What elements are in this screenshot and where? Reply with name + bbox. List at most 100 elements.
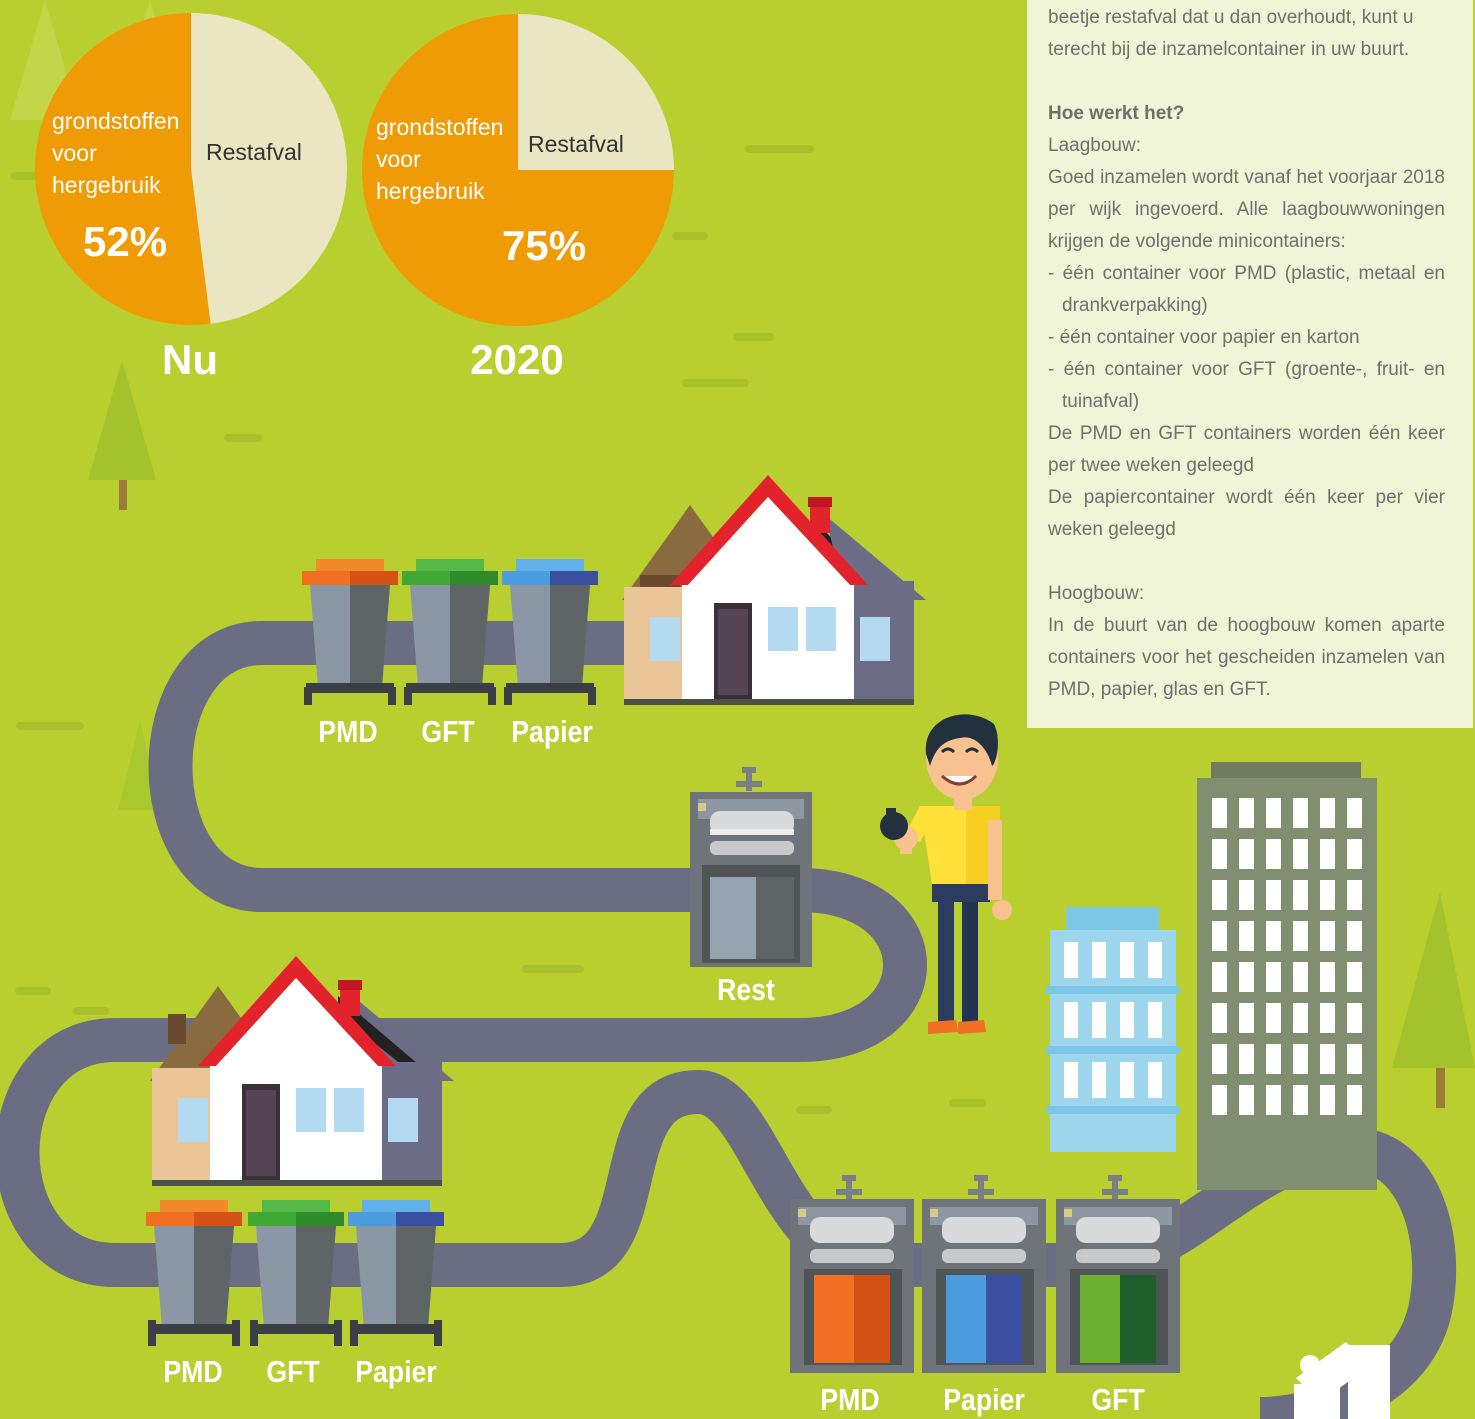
window	[1347, 798, 1362, 828]
window	[1266, 1003, 1281, 1033]
window	[1212, 880, 1227, 910]
road	[0, 621, 1457, 1419]
container-label-pmd: PMD	[820, 1382, 880, 1417]
house-icon	[150, 956, 454, 1186]
slice-label: grondstoffen voor hergebruik	[52, 108, 180, 198]
window	[1239, 1044, 1254, 1074]
window	[1347, 962, 1362, 992]
window	[1212, 1003, 1227, 1033]
bin-label-gft: GFT	[421, 714, 475, 749]
window	[1212, 921, 1227, 951]
window	[1347, 921, 1362, 951]
window	[1120, 1062, 1134, 1098]
window	[1320, 1044, 1335, 1074]
window	[1239, 962, 1254, 992]
window	[1120, 942, 1134, 978]
low-rise-text: Goed inzamelen wordt vanaf het voorjaar …	[1048, 167, 1445, 252]
window	[1092, 1062, 1106, 1098]
window	[1347, 880, 1362, 910]
window	[1293, 962, 1308, 992]
window	[1293, 921, 1308, 951]
window	[1347, 839, 1362, 869]
window	[1092, 942, 1106, 978]
window	[1320, 839, 1335, 869]
apartment-icon	[1197, 762, 1377, 1190]
rest-label: Restafval	[528, 131, 624, 157]
pie-slice-grondstoffen	[35, 13, 211, 325]
window	[1266, 1085, 1281, 1115]
window	[1212, 798, 1227, 828]
window	[1064, 1002, 1078, 1038]
high-rise-title: Hoogbouw:	[1048, 583, 1145, 604]
percent-label: 75%	[502, 222, 587, 269]
wheelie-bin-icon	[146, 1200, 242, 1346]
window	[1320, 921, 1335, 951]
info-panel: beetje restafval dat u dan overhoudt, ku…	[1027, 0, 1473, 728]
bin-label-pmd: PMD	[163, 1354, 223, 1389]
window	[1320, 880, 1335, 910]
window	[1320, 1003, 1335, 1033]
underground-container-icon	[790, 1175, 914, 1373]
window	[1239, 1003, 1254, 1033]
percent-label: 52%	[83, 218, 168, 265]
underground-container-icon	[922, 1175, 1046, 1373]
pie-caption: 2020	[470, 336, 564, 383]
municipal-logo-icon	[1294, 1342, 1390, 1419]
window	[1293, 798, 1308, 828]
window	[1148, 1062, 1162, 1098]
frequency-text: De papiercontainer wordt één keer per vi…	[1048, 487, 1445, 540]
intro-line: beetje restafval dat u dan overhoudt, ku…	[1048, 7, 1414, 28]
window	[1239, 798, 1254, 828]
window	[1092, 1002, 1106, 1038]
wheelie-bin-icon	[402, 559, 498, 705]
list-item: - één container voor PMD (plastic, metaa…	[1048, 263, 1445, 316]
tree-icon	[1392, 892, 1475, 1108]
window	[1347, 1003, 1362, 1033]
window	[1266, 798, 1281, 828]
window	[1266, 839, 1281, 869]
intro-line: terecht bij de inzamelcontainer in uw bu…	[1048, 39, 1410, 60]
bottom-bins	[146, 1200, 444, 1346]
container-label-gft: GFT	[1091, 1382, 1145, 1417]
window	[1212, 839, 1227, 869]
bin-label-rest: Rest	[717, 972, 775, 1007]
window	[1320, 1085, 1335, 1115]
window	[1239, 1085, 1254, 1115]
window	[1293, 880, 1308, 910]
bin-label-pmd: PMD	[318, 714, 378, 749]
pie-slice-restafval	[191, 13, 348, 324]
window	[1293, 1085, 1308, 1115]
window	[1239, 880, 1254, 910]
rest-label: Restafval	[206, 139, 302, 165]
bin-label-gft: GFT	[266, 1354, 320, 1389]
list-item: - één container voor GFT (groente-, frui…	[1048, 359, 1445, 412]
window	[1320, 798, 1335, 828]
low-rise-title: Laagbouw:	[1048, 135, 1141, 156]
wheelie-bin-icon	[248, 1200, 344, 1346]
pie-caption: Nu	[162, 336, 218, 383]
window	[1266, 880, 1281, 910]
window	[1064, 942, 1078, 978]
bin-label-papier: Papier	[511, 714, 593, 749]
window	[1347, 1085, 1362, 1115]
frequency-text: De PMD en GFT containers worden één keer…	[1048, 423, 1445, 476]
apartment-icon	[1046, 907, 1180, 1152]
window	[1148, 942, 1162, 978]
window	[1293, 1003, 1308, 1033]
pie-slice-grondstoffen	[362, 14, 674, 326]
window	[1266, 962, 1281, 992]
bin-label-papier: Papier	[355, 1354, 437, 1389]
wheelie-bin-icon	[348, 1200, 444, 1346]
window	[1239, 921, 1254, 951]
window	[1293, 1044, 1308, 1074]
high-rise-text: In de buurt van de hoogbouw komen apar­t…	[1048, 615, 1445, 700]
container-label-papier: Papier	[943, 1382, 1025, 1417]
window	[1212, 1085, 1227, 1115]
slice-label: grondstoffen voor hergebruik	[376, 114, 504, 204]
top-bins	[302, 559, 598, 705]
pie-slice-restafval	[518, 14, 674, 170]
wheelie-bin-icon	[302, 559, 398, 705]
underground-container-icon	[690, 767, 812, 967]
window	[1212, 1044, 1227, 1074]
